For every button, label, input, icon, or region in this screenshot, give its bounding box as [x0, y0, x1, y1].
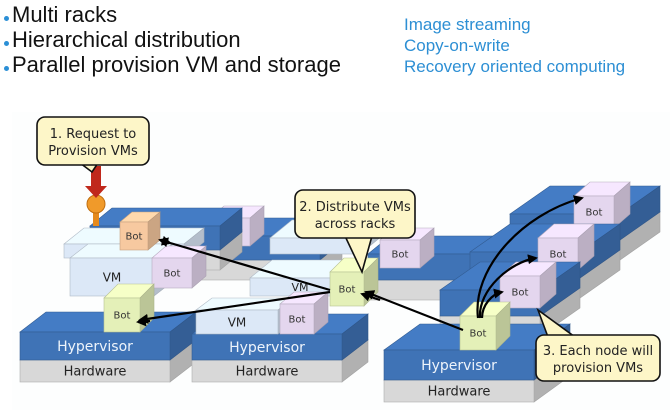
callout-each-node: 3. Each node will provision VMs — [535, 307, 661, 382]
bot-box-rack-head: Bot — [103, 283, 155, 333]
callout-box — [294, 189, 416, 239]
box-label: Hardware — [64, 365, 127, 380]
box-label: Hypervisor — [229, 340, 305, 356]
box-label: Bot — [339, 285, 356, 296]
bullet-dot-icon — [4, 66, 9, 71]
box-label: Bot — [586, 208, 603, 219]
box-label: Hypervisor — [57, 339, 133, 355]
feature-item: Recovery oriented computing — [404, 57, 626, 76]
bot-box-origin: Bot — [119, 211, 161, 251]
bot-box: Bot — [151, 245, 207, 289]
callout-line-1: 1. Request to — [50, 127, 137, 142]
callout-line-2: Provision VMs — [48, 144, 138, 159]
box-front — [119, 221, 149, 251]
box-label: Bot — [289, 315, 306, 326]
box-front — [191, 333, 343, 361]
arrow-head — [85, 186, 107, 198]
box-front — [329, 271, 365, 307]
box-label: Hypervisor — [421, 358, 497, 374]
box-label: Bot — [512, 288, 529, 299]
distribution-arrowhead — [136, 316, 151, 327]
callout-box — [36, 116, 150, 166]
bullet-item: Parallel provision VM and storage — [4, 52, 341, 77]
bullet-item: Hierarchical distribution — [4, 27, 341, 52]
box-label: Bot — [470, 329, 487, 340]
box-label: Hardware — [236, 365, 299, 380]
bullet-dot-icon — [4, 41, 9, 46]
box-label: Hardware — [428, 385, 491, 400]
feature-item: Copy-on-write — [404, 36, 510, 55]
box-top — [89, 207, 243, 227]
bot-box-rack-head: Bot — [329, 257, 379, 307]
box-front — [459, 315, 497, 351]
box-label: VM — [103, 270, 122, 284]
distribution-arrowhead — [360, 291, 381, 302]
callout-distribute: 2. Distribute VMs across racks — [294, 189, 416, 275]
provision-arrow — [480, 288, 504, 319]
box-label: Bot — [392, 250, 409, 261]
distribution-arrow — [158, 237, 331, 292]
distribution-arrow — [364, 290, 464, 332]
vm-box: VM — [195, 297, 295, 335]
distribution-arrow — [138, 290, 331, 324]
box-front — [279, 303, 315, 335]
box-front — [383, 349, 535, 381]
box-label: Bot — [164, 269, 181, 280]
box-front — [195, 309, 279, 335]
provision-arrow — [478, 254, 538, 319]
callout-box — [535, 334, 661, 382]
arrow-shaft — [91, 166, 101, 186]
callout-line-2: across racks — [315, 217, 396, 232]
hypervisor-layer: Hypervisor — [19, 311, 197, 361]
box-label: VM — [291, 281, 308, 294]
bot-box: Bot — [573, 181, 631, 229]
box-label: Bot — [114, 311, 131, 322]
box-label: Bot — [550, 250, 567, 261]
bullet-dot-icon — [4, 16, 9, 21]
callout-line-1: 2. Distribute VMs — [299, 200, 411, 215]
bullet-list: Multi racks Hierarchical distribution Pa… — [4, 2, 341, 77]
callout-line-1: 3. Each node will — [543, 344, 653, 359]
box-front — [103, 297, 141, 333]
box-label: Bot — [126, 232, 143, 243]
box-label: VM — [228, 315, 247, 329]
box-front — [151, 257, 193, 289]
box-front — [19, 331, 171, 361]
request-arrow-icon — [85, 166, 107, 198]
box-front — [379, 239, 421, 269]
bot-box: Bot — [499, 261, 557, 309]
bot-box-rack-head: Bot — [459, 301, 511, 351]
callout-request: 1. Request to Provision VMs — [36, 116, 150, 174]
distribution-arrowhead — [159, 235, 172, 246]
feature-item: Image streaming — [404, 15, 531, 34]
callout-line-2: provision VMs — [553, 361, 643, 376]
bullet-item: Multi racks — [4, 2, 341, 27]
provision-arrow — [476, 195, 584, 319]
feature-list: Image streaming Copy-on-write Recovery o… — [404, 14, 625, 77]
